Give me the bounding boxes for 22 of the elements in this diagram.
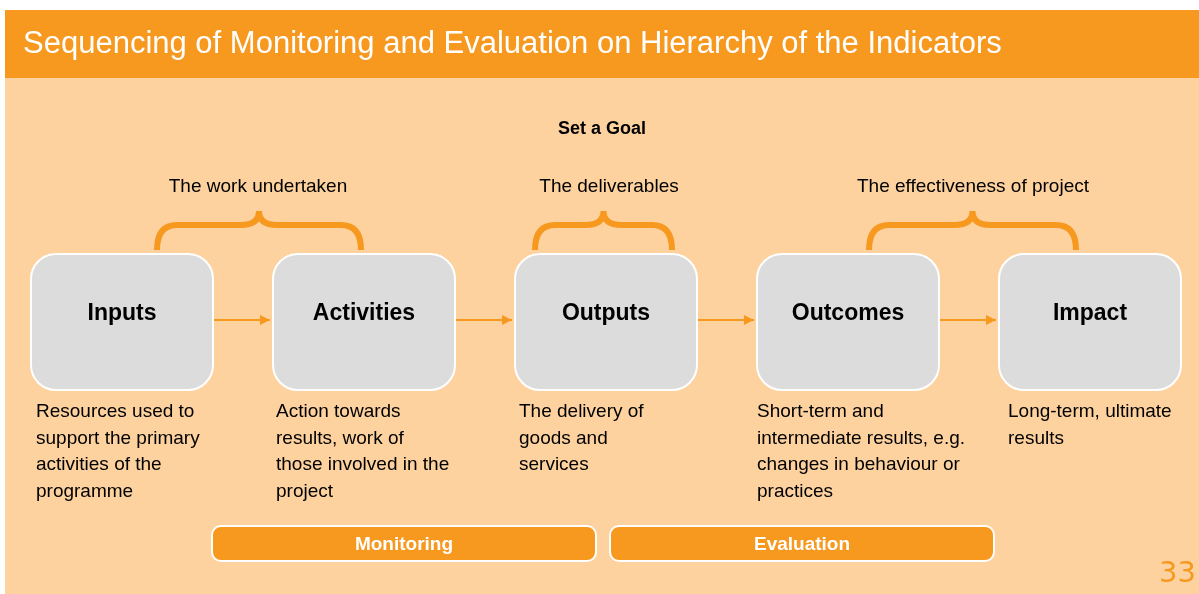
brace-label: The deliverables bbox=[538, 175, 680, 197]
stage-box: Inputs bbox=[30, 253, 214, 391]
stage-description: Resources used to support the primary activities of the programme bbox=[36, 399, 201, 503]
brace-label: The effectiveness of project bbox=[856, 175, 1090, 197]
stage-description: Long-term, ultimate results bbox=[1008, 399, 1173, 450]
stage-box: Impact bbox=[998, 253, 1182, 391]
arrow bbox=[697, 315, 755, 325]
phase-bar: Monitoring bbox=[211, 525, 597, 562]
goal-heading: Set a Goal bbox=[557, 118, 647, 139]
stage-description: The delivery of goods and services bbox=[519, 399, 645, 476]
stage-box: Outcomes bbox=[756, 253, 940, 391]
arrow bbox=[455, 315, 513, 325]
stage-description: Action towards results, work of those involved in the project bbox=[276, 399, 451, 503]
stage-box: Outputs bbox=[514, 253, 698, 391]
stage-description: Short-term and intermediate results, e.g. changes in behaviour or practices bbox=[757, 399, 967, 503]
page-number: 33 bbox=[1158, 555, 1196, 589]
phase-bar: Evaluation bbox=[609, 525, 995, 562]
slide-title: Sequencing of Monitoring and Evaluation on Hierarchy of the Indicators bbox=[5, 10, 1199, 78]
brace-label: The work undertaken bbox=[167, 175, 349, 197]
arrow bbox=[939, 315, 997, 325]
arrow bbox=[213, 315, 271, 325]
stage-box: Activities bbox=[272, 253, 456, 391]
